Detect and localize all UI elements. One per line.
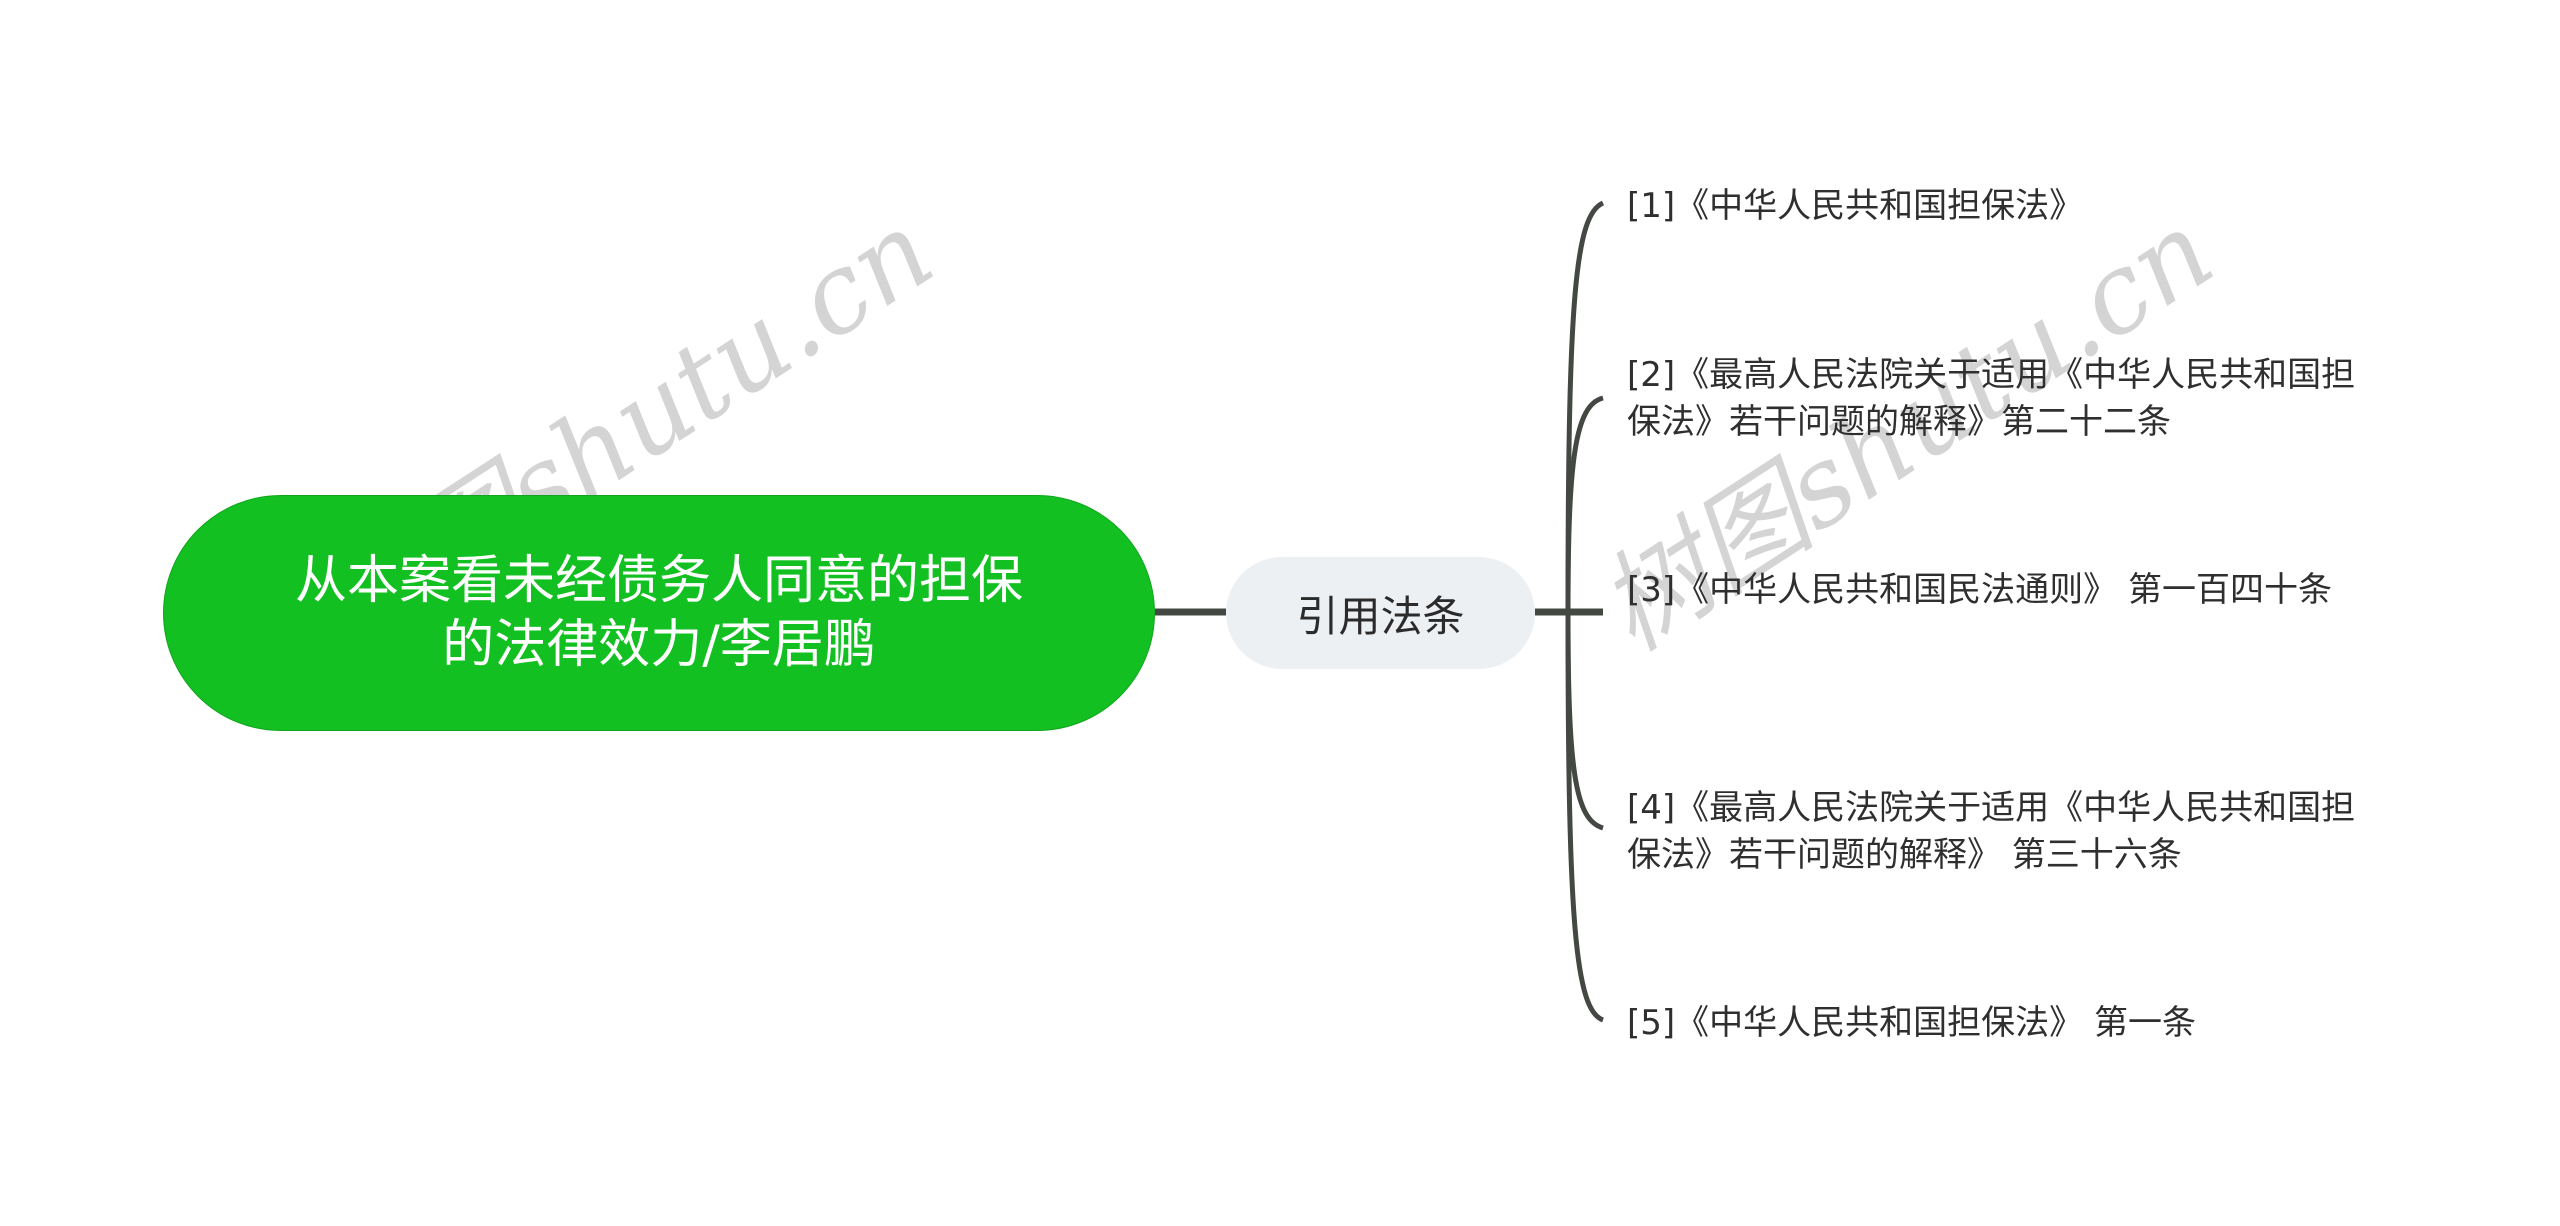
root-topic-node[interactable]: 从本案看未经债务人同意的担保的法律效力/李居鹏 xyxy=(163,495,1155,731)
leaf-node-3[interactable]: [3]《中华人民共和国民法通则》 第一百四十条 xyxy=(1627,570,2332,610)
branch-node-label: 引用法条 xyxy=(1296,591,1465,641)
leaf-node-2[interactable]: [2]《最高人民法院关于适用《中华人民共和国担保法》若干问题的解释》第二十二条 xyxy=(1627,355,2356,442)
leaf-node-4[interactable]: [4]《最高人民法院关于适用《中华人民共和国担保法》若干问题的解释》 第三十六条 xyxy=(1627,788,2356,875)
branch-node-cited-laws[interactable]: 引用法条 xyxy=(1226,557,1535,669)
root-topic-label: 从本案看未经债务人同意的担保的法律效力/李居鹏 xyxy=(294,551,1023,675)
leaf-node-5[interactable]: [5]《中华人民共和国担保法》 第一条 xyxy=(1627,1003,2196,1043)
leaf-node-1[interactable]: [1]《中华人民共和国担保法》 xyxy=(1627,186,2084,226)
